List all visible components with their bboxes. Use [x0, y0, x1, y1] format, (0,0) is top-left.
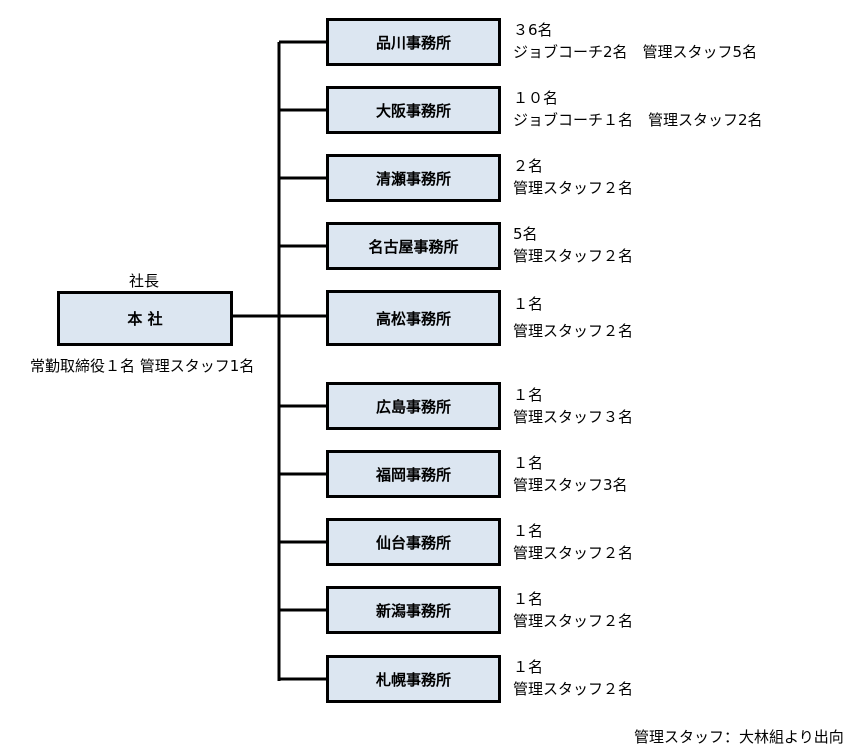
office-name: 札幌事務所: [375, 670, 451, 689]
office-name: 清瀬事務所: [375, 169, 451, 188]
office-note: １名 管理スタッフ２名: [513, 291, 633, 345]
office-box-sendai: 仙台事務所: [326, 518, 501, 566]
office-count: １名: [513, 658, 544, 676]
office-name: 高松事務所: [375, 309, 451, 328]
office-box-hiroshima: 広島事務所: [326, 382, 501, 430]
office-name: 福岡事務所: [375, 465, 451, 484]
office-box-nagoya: 名古屋事務所: [326, 222, 501, 270]
branch-lines: [279, 40, 326, 681]
office-name: 広島事務所: [375, 397, 451, 416]
hq-title: 社長: [129, 272, 160, 290]
office-box-niigata: 新潟事務所: [326, 586, 501, 634]
office-note: １名 管理スタッフ２名: [513, 588, 633, 632]
headquarters-label: 本 社: [127, 310, 163, 328]
office-note: ２名 管理スタッフ２名: [513, 155, 633, 199]
office-note: １名 管理スタッフ3名: [513, 452, 628, 496]
office-detail: ジョブコーチ2名 管理スタッフ5名: [513, 43, 758, 61]
office-detail: 管理スタッフ２名: [513, 322, 634, 340]
office-detail: 管理スタッフ２名: [513, 680, 634, 698]
office-count: １名: [513, 454, 544, 472]
office-note: １名 管理スタッフ２名: [513, 520, 633, 564]
headquarters-box: 本 社: [57, 291, 233, 346]
office-count: １名: [513, 386, 544, 404]
office-box-kiyose: 清瀬事務所: [326, 154, 501, 202]
office-detail: 管理スタッフ２名: [513, 612, 634, 630]
office-detail: 管理スタッフ２名: [513, 179, 634, 197]
office-box-takamatsu: 高松事務所: [326, 290, 501, 346]
office-count: １名: [513, 590, 544, 608]
office-name: 新潟事務所: [375, 601, 451, 620]
office-name: 大阪事務所: [375, 101, 451, 120]
office-box-osaka: 大阪事務所: [326, 86, 501, 134]
office-name: 仙台事務所: [375, 533, 451, 552]
office-count: 5名: [513, 225, 538, 243]
office-count: １０名: [513, 89, 559, 107]
office-count: ３6名: [513, 21, 553, 39]
office-name: 品川事務所: [375, 33, 451, 52]
office-detail: 管理スタッフ３名: [513, 408, 634, 426]
office-detail: 管理スタッフ２名: [513, 247, 634, 265]
office-note: １名 管理スタッフ２名: [513, 656, 633, 700]
office-count: １名: [513, 295, 544, 313]
office-note: ３6名 ジョブコーチ2名 管理スタッフ5名: [513, 19, 757, 63]
office-note: １名 管理スタッフ３名: [513, 384, 633, 428]
office-note: 5名 管理スタッフ２名: [513, 223, 633, 267]
office-box-shinagawa: 品川事務所: [326, 18, 501, 66]
hq-staff: 常勤取締役１名 管理スタッフ1名: [30, 357, 255, 375]
office-note: １０名 ジョブコーチ１名 管理スタッフ2名: [513, 87, 763, 131]
office-box-sapporo: 札幌事務所: [326, 655, 501, 703]
office-detail: ジョブコーチ１名 管理スタッフ2名: [513, 111, 763, 129]
office-count: ２名: [513, 157, 544, 175]
office-name: 名古屋事務所: [368, 237, 459, 256]
office-box-fukuoka: 福岡事務所: [326, 450, 501, 498]
footnote: 管理スタッフ：大林組より出向: [634, 728, 844, 746]
office-count: １名: [513, 522, 544, 540]
office-detail: 管理スタッフ3名: [513, 476, 628, 494]
office-detail: 管理スタッフ２名: [513, 544, 634, 562]
